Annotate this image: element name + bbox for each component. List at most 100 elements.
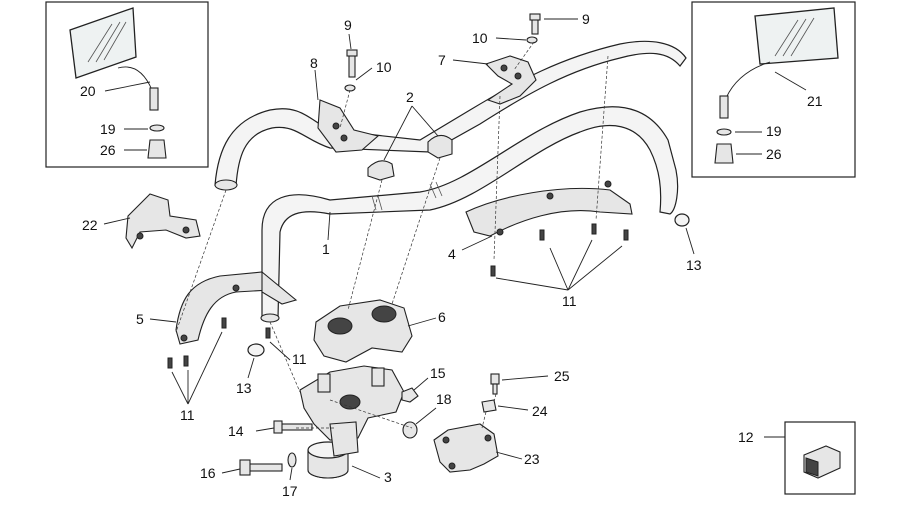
nut-15	[401, 377, 429, 403]
leader-14	[255, 427, 275, 432]
leader-9a	[348, 33, 352, 50]
callout-3: 3	[384, 469, 392, 485]
leader-11c	[269, 341, 291, 361]
guard-5	[149, 270, 298, 345]
main-tube-end	[260, 313, 280, 323]
bushing-3	[307, 421, 381, 479]
callout-18: 18	[436, 391, 452, 407]
left-washer-19	[149, 124, 165, 132]
right-mirror-inset	[691, 1, 856, 178]
right-mirror-glass	[719, 7, 839, 119]
spacer-24	[481, 399, 529, 413]
bolt-16	[221, 452, 297, 481]
callout-13a: 13	[686, 257, 702, 273]
callout-12: 12	[738, 429, 754, 445]
oring-13-right	[674, 213, 695, 255]
leader-25	[501, 375, 549, 381]
clip-inset-frame	[784, 421, 856, 495]
leader-16	[221, 468, 241, 474]
leader-11a-3	[567, 245, 623, 291]
callout-1: 1	[322, 241, 330, 257]
callout-10a: 10	[376, 59, 392, 75]
leader-7	[452, 59, 489, 65]
bushing-18	[402, 407, 437, 439]
screws-11-right	[490, 223, 629, 291]
leader-17	[289, 467, 293, 481]
screws-11-left	[167, 317, 291, 405]
main-tube-body	[261, 106, 679, 319]
bracket-8	[314, 69, 380, 153]
clip-inset	[764, 421, 856, 495]
callout-11b: 11	[180, 407, 195, 423]
assembly-lines	[175, 41, 609, 429]
callout-26a: 26	[100, 142, 116, 158]
leader-24	[497, 405, 529, 411]
main-handlebar-tube-1	[260, 106, 679, 323]
bracket-23	[433, 423, 523, 473]
callout-5: 5	[136, 311, 144, 327]
callout-11c: 11	[292, 351, 307, 367]
left-mirror-inset	[45, 1, 209, 168]
clamps-2	[367, 105, 453, 181]
leader-15	[413, 377, 429, 391]
callout-24: 24	[532, 403, 548, 419]
washer-10-right	[526, 36, 538, 44]
bracket-22	[103, 193, 201, 250]
callout-20: 20	[80, 83, 96, 99]
oring-13-left	[247, 343, 265, 379]
bracket-7	[452, 13, 578, 105]
callout-4: 4	[448, 246, 456, 262]
left-mirror-glass	[69, 7, 159, 111]
leader-6	[407, 317, 437, 327]
leader-13b	[247, 357, 255, 379]
leader-11b-1	[171, 371, 189, 405]
callout-2: 2	[406, 89, 414, 105]
leader-2a	[383, 105, 413, 161]
leader-23	[495, 451, 523, 460]
bolt-9-left	[344, 33, 373, 92]
leader-13a	[685, 227, 695, 255]
left-rubber-cap-26	[147, 139, 167, 159]
callout-11a: 11	[562, 293, 577, 309]
callout-10b: 10	[472, 30, 488, 46]
callout-19b: 19	[766, 123, 782, 139]
callout-15: 15	[430, 365, 446, 381]
washer-17	[287, 452, 297, 468]
leader-8	[314, 69, 319, 101]
leader-10a	[355, 67, 373, 81]
callout-7: 7	[438, 52, 446, 68]
callout-13b: 13	[236, 380, 252, 396]
callout-22: 22	[82, 217, 98, 233]
leader-2b	[411, 105, 439, 137]
leader-20	[104, 81, 151, 92]
callout-19a: 19	[100, 121, 116, 137]
leader-22	[103, 217, 131, 225]
bolt-14	[255, 420, 313, 434]
callout-25: 25	[554, 368, 570, 384]
callout-9a: 9	[344, 17, 352, 33]
leader-18	[415, 407, 437, 425]
callout-16: 16	[200, 465, 216, 481]
callout-26b: 26	[766, 146, 782, 162]
leader-1	[327, 211, 331, 241]
guard-4	[461, 180, 633, 251]
callout-17: 17	[282, 483, 298, 499]
leader-3	[351, 465, 381, 479]
clamp-2-right	[427, 134, 453, 159]
callout-23: 23	[524, 451, 540, 467]
right-washer-19	[716, 128, 732, 136]
leader-4	[461, 235, 493, 251]
bolt-25	[490, 373, 549, 395]
rear-tube-body	[214, 40, 687, 187]
right-rubber-cap-26	[714, 143, 734, 164]
yoke-cover-6	[313, 299, 437, 363]
callout-labels: 20 19 26 21 19 26 9 10 8 2 9 10 7 1 4 13…	[80, 11, 823, 499]
leader-5	[149, 318, 177, 323]
leader-21	[774, 71, 807, 91]
callout-8: 8	[310, 55, 318, 71]
callout-9b: 9	[582, 11, 590, 27]
callout-14: 14	[228, 423, 244, 439]
leader-11a-2	[567, 239, 593, 291]
riser-base	[299, 365, 405, 441]
